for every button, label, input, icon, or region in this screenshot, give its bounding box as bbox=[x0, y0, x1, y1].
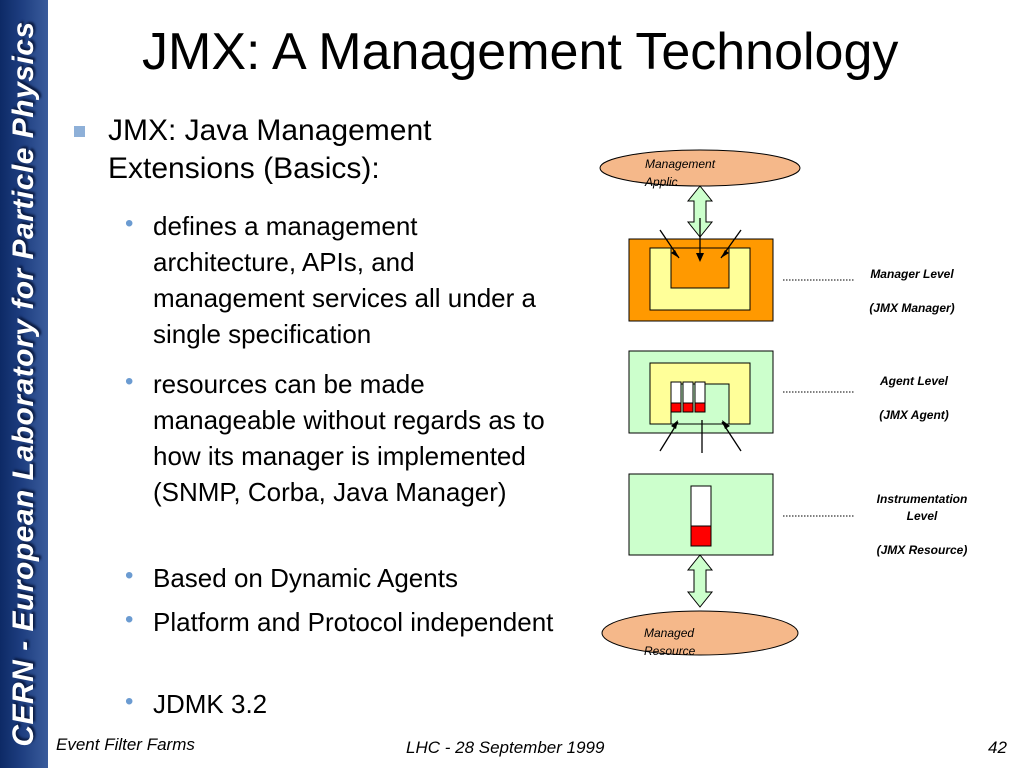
management-application-label-line2: Applic bbox=[644, 175, 678, 189]
sidebar-band: CERN - European Laboratory for Particle … bbox=[0, 0, 48, 768]
management-application-label-line1: Management bbox=[645, 157, 716, 171]
instrumentation-level-sublabel: (JMX Resource) bbox=[877, 543, 968, 557]
agent-arrowhead-right-icon bbox=[722, 420, 730, 429]
agent-level-label: Agent Level bbox=[879, 374, 949, 388]
dot-bullet-icon: • bbox=[125, 210, 134, 237]
sub-bullet-3: • Based on Dynamic Agents bbox=[125, 560, 563, 596]
mbean-slot-2-fill bbox=[682, 402, 694, 413]
resource-bar-fill bbox=[690, 525, 712, 547]
managed-resource-label-line1: Managed bbox=[644, 626, 694, 640]
agent-level-sublabel: (JMX Agent) bbox=[879, 408, 949, 422]
mbean-slot-1-fill bbox=[670, 402, 682, 413]
main-bullet: JMX: Java Management Extensions (Basics)… bbox=[74, 112, 548, 188]
slide-title: JMX: A Management Technology bbox=[142, 23, 899, 81]
sub-bullet-1: • defines a management architecture, API… bbox=[125, 208, 563, 352]
dot-bullet-icon: • bbox=[125, 688, 134, 715]
arrowhead-left-icon bbox=[671, 250, 679, 258]
footer-page-number: 42 bbox=[988, 738, 1007, 757]
sub-bullet-text: Platform and Protocol independent bbox=[153, 607, 554, 637]
mbean-slot-3-fill bbox=[694, 402, 706, 413]
manager-level-sublabel: (JMX Manager) bbox=[869, 301, 954, 315]
square-bullet-icon bbox=[74, 126, 85, 137]
dot-bullet-icon: • bbox=[125, 606, 134, 633]
instrumentation-level-label: Instrumentation bbox=[877, 492, 968, 506]
sub-bullet-text: Based on Dynamic Agents bbox=[153, 563, 458, 593]
sub-bullet-text: defines a management architecture, APIs,… bbox=[153, 211, 536, 349]
footer-event-filter-farms: Event Filter Farms bbox=[56, 735, 195, 754]
sub-bullet-5: • JDMK 3.2 bbox=[125, 686, 563, 722]
arrowhead-right-icon bbox=[721, 250, 729, 258]
arrowhead-center-icon bbox=[696, 253, 704, 262]
dot-bullet-icon: • bbox=[125, 368, 134, 395]
sub-bullet-2: • resources can be made manageable witho… bbox=[125, 366, 563, 510]
managed-resource-label-line2: Resource bbox=[644, 644, 696, 658]
sub-bullet-text: JDMK 3.2 bbox=[153, 689, 268, 719]
agent-arrowhead-left-icon bbox=[671, 420, 678, 429]
dot-bullet-icon: • bbox=[125, 562, 134, 589]
manager-level-label: Manager Level bbox=[870, 267, 954, 281]
manager-inner-u-shape bbox=[649, 247, 751, 311]
double-arrow-bottom-icon bbox=[686, 554, 714, 608]
sub-bullet-text: resources can be made manageable without… bbox=[153, 369, 545, 507]
main-bullet-text: JMX: Java Management Extensions (Basics)… bbox=[108, 114, 432, 185]
instrumentation-level-label-line2: Level bbox=[907, 509, 938, 523]
managed-resource-ellipse bbox=[601, 610, 799, 656]
footer-date: LHC - 28 September 1999 bbox=[406, 738, 605, 757]
sub-bullet-4: • Platform and Protocol independent bbox=[125, 604, 563, 640]
